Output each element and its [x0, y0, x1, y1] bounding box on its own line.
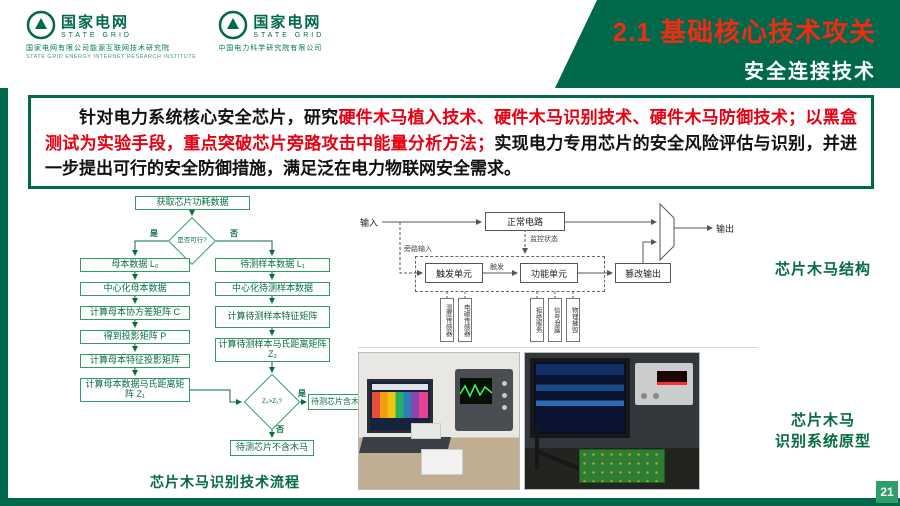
tamper-output-box: 篡改输出	[615, 263, 671, 283]
payload-box-4: 信号泄露	[548, 298, 562, 342]
bottom-green-bar	[0, 498, 900, 506]
prototype-photos	[358, 352, 700, 490]
flow-left-step-5: 计算母本特征投影矩阵	[80, 354, 190, 368]
instrument-knob	[653, 393, 659, 399]
org-name-cn: 国家电网有限公司能源互联网技术研究院	[26, 45, 170, 52]
flow-yes-label-2: 是	[298, 389, 306, 398]
flow-left-step-3: 计算母本协方差矩阵 C	[80, 306, 190, 320]
flow-yes-label: 是	[150, 229, 158, 238]
summary-segment-black-1: 针对电力系统核心安全芯片，研究	[79, 108, 339, 127]
left-green-bar	[0, 88, 8, 506]
laptop-screen-titlebar	[372, 384, 428, 390]
test-device-small	[411, 423, 441, 439]
trigger-unit-box: 触发单元	[425, 263, 483, 283]
payload-box-3: 拒绝服务	[530, 298, 544, 342]
photo-lab-bench-1	[358, 352, 520, 490]
prototype-caption-line2: 识别系统原型	[774, 433, 871, 450]
section-divider	[358, 347, 758, 348]
summary-segment-red: 硬件木马植入技术、硬件木马识别技术、硬件木马防御技术；以黑盒测试为实验手段，重点…	[45, 108, 858, 153]
scope-knob	[502, 393, 507, 398]
flow-right-step-2: 中心化待测样本数据	[215, 282, 330, 296]
analysis-monitor	[530, 358, 630, 438]
diagram-output-label: 输出	[716, 224, 735, 234]
structure-diagram-caption: 芯片木马结构	[774, 261, 871, 278]
logo-cepri: 国家电网 STATE GRID 中国电力科学研究院有限公司	[218, 10, 324, 60]
payload-box-1: 温度传感器	[440, 298, 454, 342]
scope-knob	[502, 405, 507, 410]
flow-left-step-4: 得到投影矩阵 P	[80, 330, 190, 344]
logo-en-name: STATE GRID	[61, 32, 132, 39]
flow-result-no-trojan: 待测芯片不含木马	[230, 440, 314, 456]
org-name-cn: 中国电力科学研究院有限公司	[218, 45, 323, 52]
logo-cn-name: 国家电网	[61, 14, 130, 31]
photo-lab-bench-2	[524, 352, 700, 490]
trojan-structure-diagram: 输入 输出 旁路输入 监控状态 触发 正常电路 触发单元 功能单元 篡改输出 温…	[360, 198, 755, 348]
state-grid-emblem-icon	[219, 10, 248, 40]
logo-names: 国家电网 STATE GRID	[253, 11, 324, 39]
power-instrument	[635, 363, 693, 405]
trojan-identification-flowchart: 获取芯片功耗数据 是否可行? 是 否 母本数据 L₀ 中心化母本数据 计算母本协…	[80, 196, 370, 468]
prototype-caption-line1: 芯片木马	[790, 412, 855, 429]
flow-right-step-1: 待测样本数据 L₁	[215, 258, 330, 272]
logo-cn-name: 国家电网	[253, 14, 322, 31]
logo-top: 国家电网 STATE GRID	[26, 10, 196, 40]
logo-group: 国家电网 STATE GRID 国家电网有限公司能源互联网技术研究院 STATE…	[26, 10, 324, 60]
summary-box: 针对电力系统核心安全芯片，研究硬件木马植入技术、硬件木马识别技术、硬件木马防御技…	[28, 95, 874, 189]
flow-right-step-4: 计算待测样本马氏距离矩阵 Z₂	[215, 338, 330, 362]
summary-text: 针对电力系统核心安全芯片，研究硬件木马植入技术、硬件木马识别技术、硬件木马防御技…	[45, 105, 857, 182]
payload-box-2: 电磁传感器	[458, 298, 472, 342]
laptop-screen-apps	[372, 392, 428, 418]
flowchart-caption: 芯片木马识别技术流程	[150, 474, 300, 490]
normal-circuit-box: 正常电路	[485, 212, 565, 231]
flow-decision-feasible-label: 是否可行?	[177, 236, 207, 244]
analysis-monitor-screen	[536, 364, 624, 432]
prototype-caption: 芯片木马 识别系统原型	[766, 410, 880, 452]
diagram-bypass-label: 旁路输入	[404, 246, 432, 253]
diagram-trigger-arrow-label: 触发	[490, 264, 504, 271]
function-unit-box: 功能单元	[520, 263, 578, 283]
mux-shape	[659, 202, 675, 262]
probe-stand	[535, 423, 539, 469]
slide-subtitle: 安全连接技术	[744, 61, 876, 83]
flow-left-step-2: 中心化母本数据	[80, 282, 190, 296]
flow-left-step-6: 计算母本数据马氏距离矩阵 Z₁	[80, 378, 190, 402]
oscilloscope	[455, 369, 513, 431]
pcb-board	[579, 449, 665, 483]
state-grid-emblem-icon	[26, 10, 56, 40]
test-device	[421, 449, 463, 475]
logo-en-name: STATE GRID	[253, 32, 325, 39]
scope-knob	[502, 381, 507, 386]
oscilloscope-screen	[459, 378, 493, 404]
slide-title: 2.1 基础核心技术攻关	[612, 17, 876, 47]
diagram-connectors	[382, 202, 713, 298]
flow-no-label: 否	[230, 229, 238, 238]
instrument-red-display	[657, 371, 687, 385]
logo-top: 国家电网 STATE GRID	[218, 10, 324, 40]
instrument-knob	[641, 393, 647, 399]
flow-no-label-2: 否	[276, 425, 284, 434]
diagram-input-label: 输入	[360, 218, 379, 228]
flow-start-box: 获取芯片功耗数据	[135, 196, 250, 210]
diagram-monitor-label: 监控状态	[530, 236, 558, 243]
org-name-en: STATE GRID ENERGY INTERNET RESEARCH INST…	[26, 54, 197, 60]
summary-segment-black-2: 实现电力专用芯片的安全风险评估与识别，并进一步提出可行的安全防御措施，满足泛在电…	[45, 133, 858, 179]
flowchart-connectors	[132, 210, 307, 438]
flow-left-step-1: 母本数据 L₀	[80, 258, 190, 272]
logo-names: 国家电网 STATE GRID	[61, 11, 132, 39]
page-number-badge: 21	[876, 481, 898, 503]
title-banner: 2.1 基础核心技术攻关 安全连接技术	[555, 0, 900, 88]
logo-sgcc-research: 国家电网 STATE GRID 国家电网有限公司能源互联网技术研究院 STATE…	[26, 10, 196, 60]
trojan-dashed-box	[415, 256, 605, 292]
header: 国家电网 STATE GRID 国家电网有限公司能源互联网技术研究院 STATE…	[0, 0, 900, 88]
flow-decision-compare-label: Z₂>Z₁?	[261, 397, 283, 405]
flow-right-step-3: 计算待测样本特征矩阵	[215, 306, 330, 328]
waveform	[459, 383, 493, 398]
payload-box-5: 物理摧毁	[566, 298, 580, 342]
